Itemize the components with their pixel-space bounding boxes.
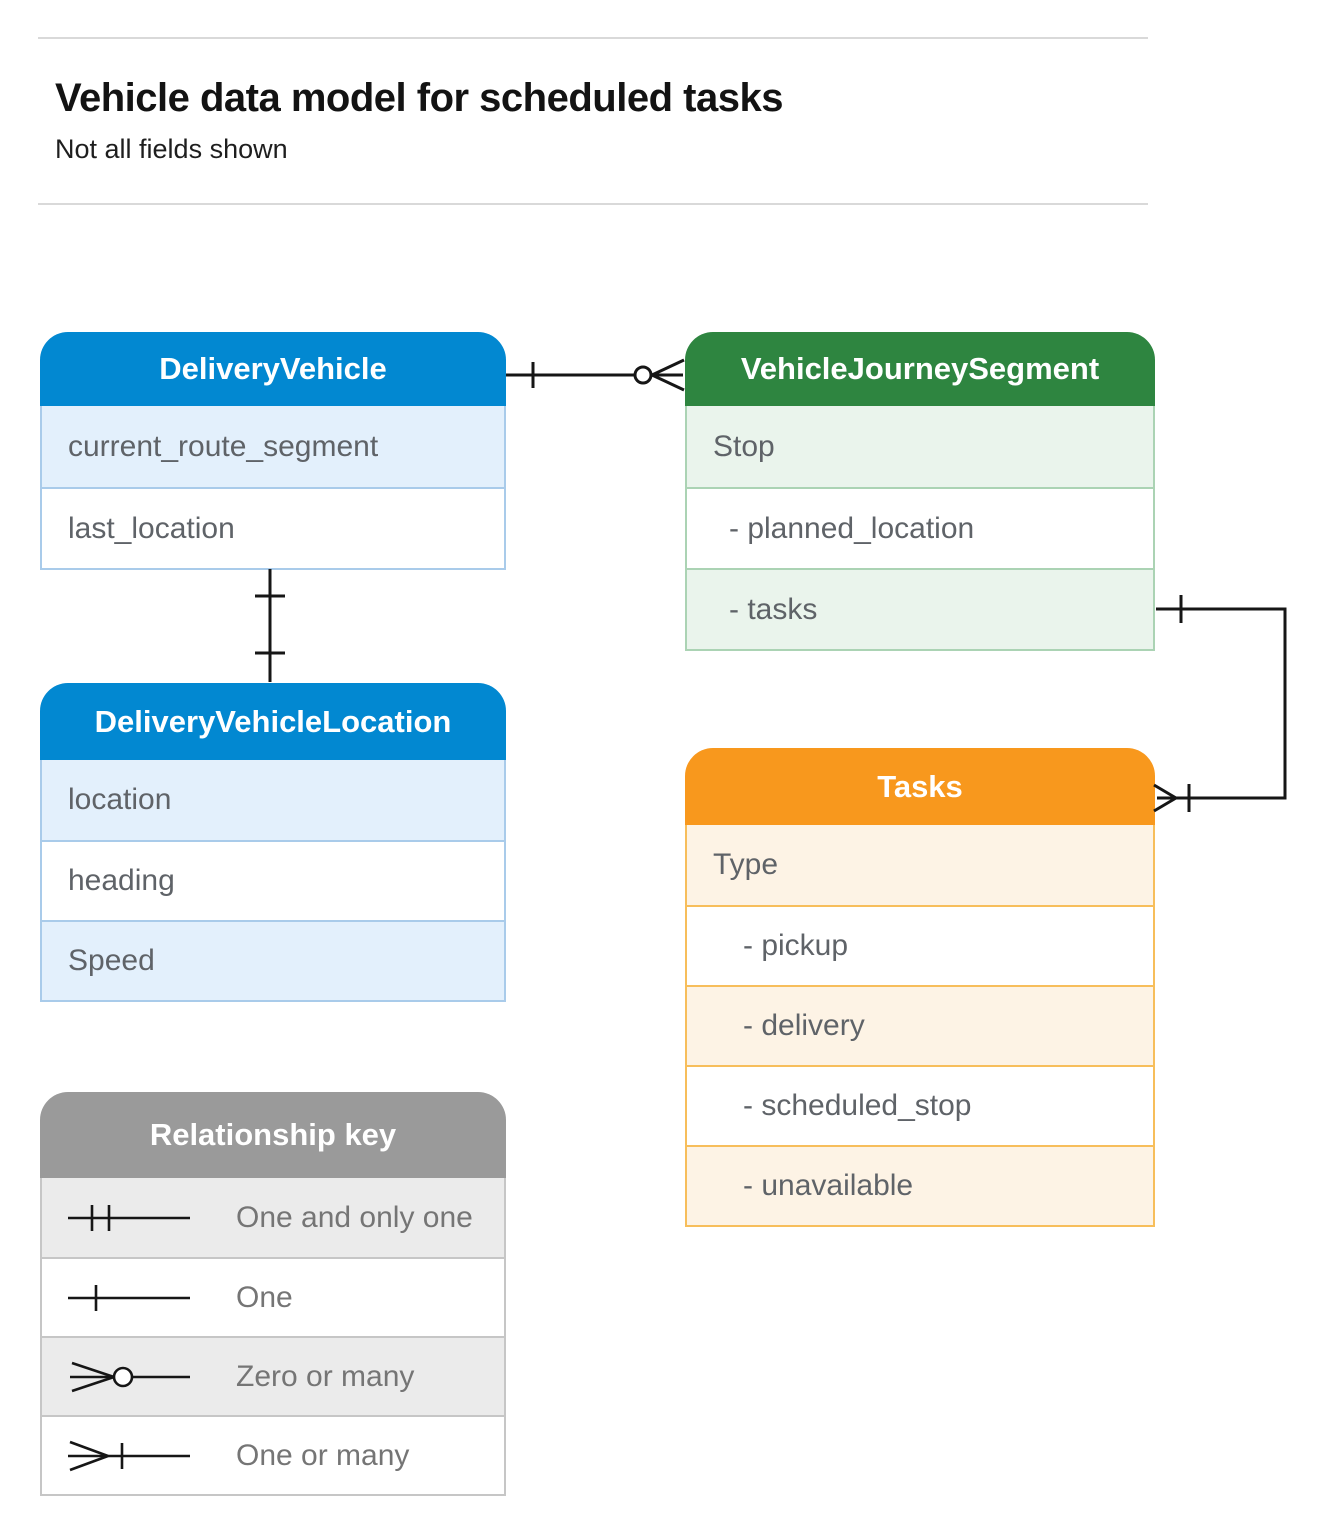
field-type: Type xyxy=(687,825,1153,905)
entity-tasks-title: Tasks xyxy=(685,748,1155,825)
field-delivery: - delivery xyxy=(687,985,1153,1065)
key-row-zero-or-many: Zero or many xyxy=(42,1336,504,1415)
field-pickup: - pickup xyxy=(687,905,1153,985)
key-row-one-or-many: One or many xyxy=(42,1415,504,1494)
connector-deliveryvehicle-vehiclejourneysegment xyxy=(506,358,685,392)
field-tasks: - tasks xyxy=(687,568,1153,649)
page-title: Vehicle data model for scheduled tasks xyxy=(55,76,783,120)
entity-delivery-vehicle-location-title: DeliveryVehicleLocation xyxy=(40,683,506,760)
field-stop: Stop xyxy=(687,406,1153,487)
one-or-many-icon xyxy=(68,1440,190,1471)
field-speed: Speed xyxy=(42,920,504,1000)
key-row-one: One xyxy=(42,1257,504,1336)
key-label: One and only one xyxy=(236,1200,473,1234)
key-label: Zero or many xyxy=(236,1359,415,1393)
relationship-key: Relationship key One and only one One xyxy=(40,1092,506,1496)
zero-or-many-icon xyxy=(70,1361,190,1392)
entity-delivery-vehicle-title: DeliveryVehicle xyxy=(40,332,506,406)
page-subtitle: Not all fields shown xyxy=(55,134,288,164)
key-label: One or many xyxy=(236,1438,410,1472)
field-last-location: last_location xyxy=(42,487,504,568)
entity-tasks: Tasks Type - pickup - delivery - schedul… xyxy=(685,748,1155,1227)
key-label: One xyxy=(236,1280,293,1314)
connector-deliveryvehicle-deliveryvehiclelocation xyxy=(255,569,285,682)
field-scheduled-stop: - scheduled_stop xyxy=(687,1065,1153,1145)
entity-delivery-vehicle-location: DeliveryVehicleLocation location heading… xyxy=(40,683,506,1002)
field-location: location xyxy=(42,760,504,840)
header-divider xyxy=(38,203,1148,205)
field-current-route-segment: current_route_segment xyxy=(42,406,504,487)
field-planned-location: - planned_location xyxy=(687,487,1153,568)
entity-delivery-vehicle: DeliveryVehicle current_route_segment la… xyxy=(40,332,506,570)
entity-vehicle-journey-segment: VehicleJourneySegment Stop - planned_loc… xyxy=(685,332,1155,651)
top-divider xyxy=(38,37,1148,39)
connector-vehiclejourneysegment-tasks xyxy=(1153,595,1287,813)
field-unavailable: - unavailable xyxy=(687,1145,1153,1225)
one-and-only-one-icon xyxy=(68,1204,190,1231)
key-row-one-and-only-one: One and only one xyxy=(42,1178,504,1257)
relationship-key-title: Relationship key xyxy=(40,1092,506,1178)
one-icon xyxy=(68,1284,190,1311)
entity-vehicle-journey-segment-title: VehicleJourneySegment xyxy=(685,332,1155,406)
field-heading: heading xyxy=(42,840,504,920)
